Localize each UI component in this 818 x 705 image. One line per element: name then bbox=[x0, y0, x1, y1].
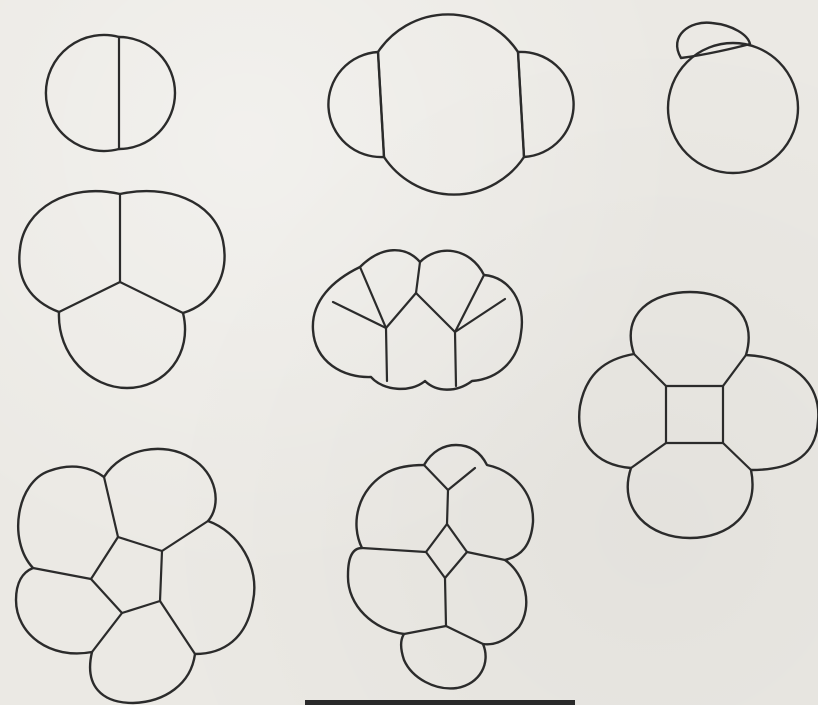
cell-wall bbox=[416, 262, 420, 293]
cell-wall bbox=[447, 490, 448, 524]
cell-wall bbox=[404, 626, 483, 644]
bottom-edge-bar bbox=[305, 700, 575, 705]
cluster-four-around-square bbox=[579, 292, 818, 538]
cell-wall bbox=[120, 282, 183, 313]
cell-wall bbox=[518, 52, 524, 157]
cell bbox=[518, 52, 574, 157]
cell-wall bbox=[424, 465, 475, 490]
cell-wall bbox=[631, 443, 666, 468]
cell-wall bbox=[416, 293, 505, 332]
cluster-cell-with-cap bbox=[668, 23, 798, 173]
central-diamond-cell bbox=[426, 524, 467, 578]
cell-wall bbox=[162, 521, 208, 551]
cell bbox=[328, 52, 384, 157]
cell bbox=[677, 23, 750, 58]
cell-wall bbox=[33, 568, 91, 579]
cell bbox=[313, 250, 522, 389]
cluster-five-around-pentagon bbox=[16, 449, 254, 703]
cell bbox=[59, 312, 185, 388]
cluster-large-with-two-small bbox=[328, 14, 573, 194]
cell bbox=[120, 191, 225, 313]
cell-wall bbox=[362, 548, 426, 552]
cell-wall bbox=[59, 282, 120, 312]
cell bbox=[579, 292, 818, 538]
cluster-two-cells bbox=[46, 35, 175, 151]
cluster-diamond-flower bbox=[348, 445, 533, 688]
cell-wall bbox=[455, 332, 456, 386]
cell-wall bbox=[445, 578, 446, 626]
cell bbox=[668, 43, 798, 173]
cell-wall bbox=[360, 267, 386, 328]
cell bbox=[16, 449, 254, 703]
cell-wall bbox=[92, 613, 122, 652]
cell bbox=[46, 35, 119, 151]
cell-wall bbox=[386, 328, 387, 381]
central-square-cell bbox=[666, 386, 723, 443]
cell bbox=[19, 191, 120, 312]
cell bbox=[119, 37, 175, 149]
cell-wall bbox=[104, 477, 118, 537]
cell-wall bbox=[723, 443, 751, 470]
cluster-six-cells bbox=[313, 250, 522, 389]
cell-wall bbox=[723, 355, 746, 386]
cell-wall bbox=[160, 601, 195, 654]
cell-wall bbox=[467, 552, 505, 560]
cell-wall bbox=[378, 52, 384, 157]
central-pentagon-cell bbox=[91, 537, 162, 613]
cluster-three-cells bbox=[19, 191, 224, 388]
cell bbox=[378, 14, 524, 194]
cell-wall bbox=[634, 354, 666, 386]
